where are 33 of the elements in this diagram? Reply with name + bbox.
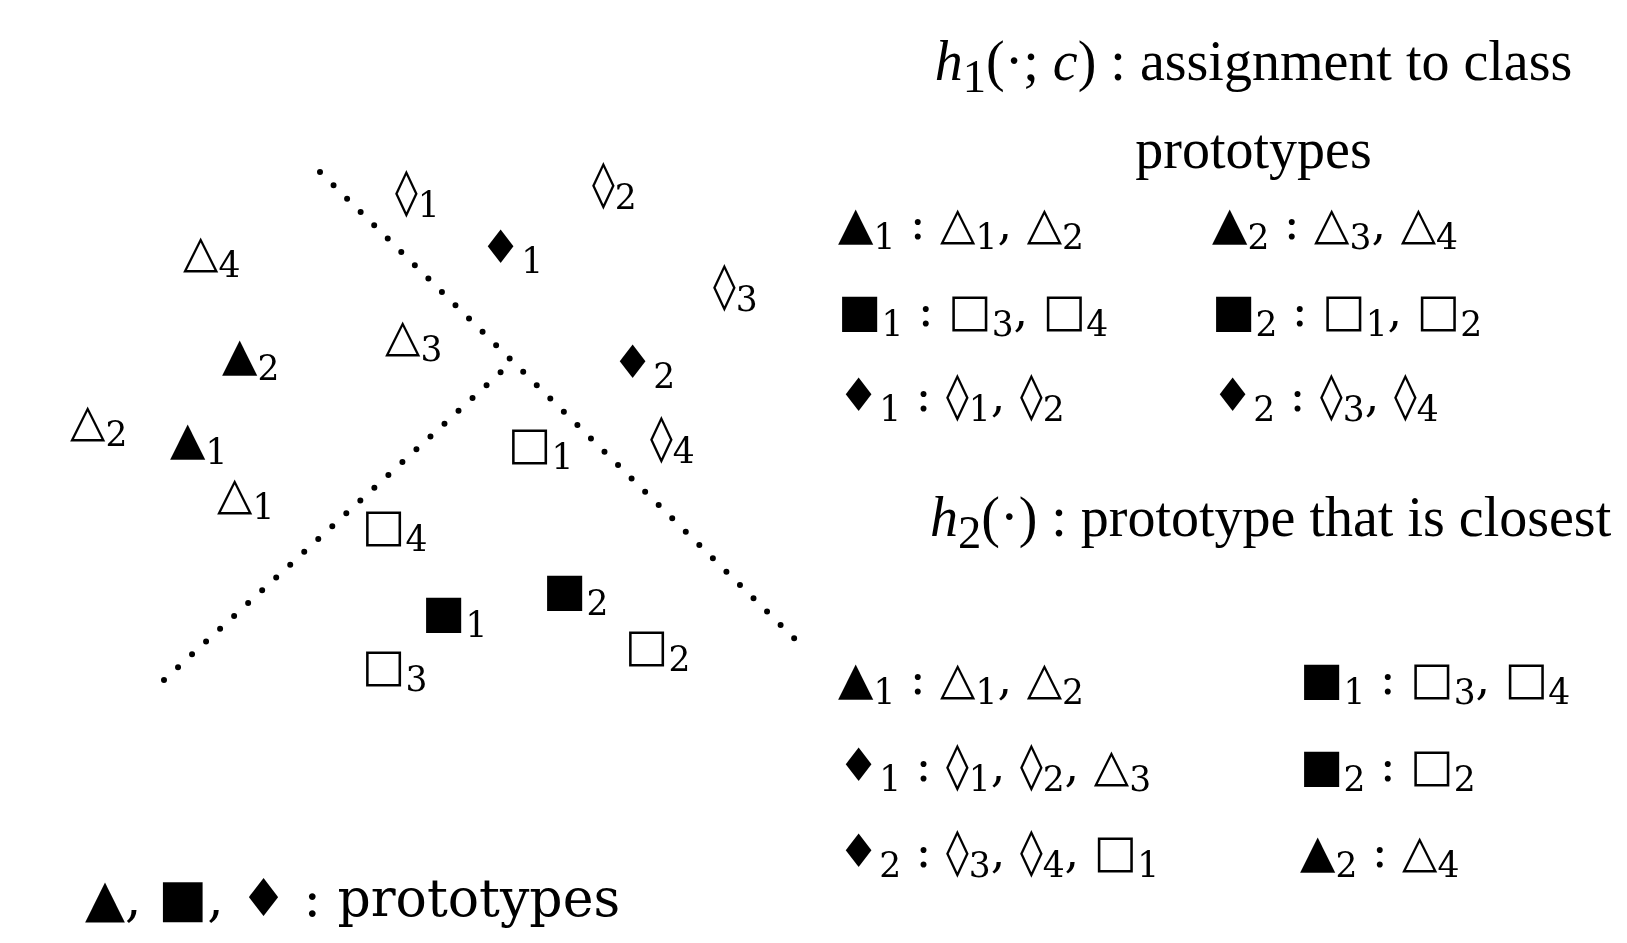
assignment-entry: ■$_{2}$ : □$_{1}$, □$_{2}$ [1212, 287, 1483, 342]
data-point-label: ■$_{1}$ [422, 588, 488, 643]
data-point-label: ▲$_{2}$ [222, 331, 280, 386]
assignment-entry: ▲$_{1}$ : △$_{1}$, △$_{2}$ [838, 200, 1084, 255]
data-point-label: ◊$_{3}$ [713, 262, 758, 317]
data-point-label: ■$_{2}$ [543, 566, 609, 621]
data-point-label: △$_{3}$ [385, 312, 443, 367]
data-point-label: □$_{2}$ [625, 622, 691, 677]
assignment-entry: ▲$_{1}$ : △$_{1}$, △$_{2}$ [838, 655, 1084, 710]
data-point-label: ◊$_{2}$ [592, 160, 637, 215]
heading-text: h$_{1}$(·; c) : assignment to class prototypes [933, 29, 1574, 182]
heading-text: h$_{2}$(·) : prototype that is closest [930, 485, 1612, 561]
assignment-entry: ♦$_{2}$ : ◊$_{3}$, ◊$_{4}$ [1212, 372, 1439, 427]
assignment-entry: ♦$_{2}$ : ◊$_{3}$, ◊$_{4}$, □$_{1}$ [838, 828, 1160, 883]
data-point-label: ♦$_{2}$ [612, 339, 676, 394]
data-point-label: □$_{3}$ [362, 642, 428, 697]
data-point-label: □$_{1}$ [508, 420, 574, 475]
data-point-label: △$_{4}$ [183, 228, 241, 283]
data-point-label: ◊$_{1}$ [395, 168, 440, 223]
assignment-entry: ■$_{2}$ : □$_{2}$ [1300, 742, 1476, 797]
assignment-entry: ♦$_{1}$ : ◊$_{1}$, ◊$_{2}$, △$_{3}$ [838, 742, 1152, 797]
assignment-entry: ■$_{1}$ : □$_{3}$, □$_{4}$ [1300, 655, 1571, 710]
data-point-label: △$_{2}$ [70, 397, 128, 452]
assignment-entry: ♦$_{1}$ : ◊$_{1}$, ◊$_{2}$ [838, 372, 1065, 427]
data-point-label: □$_{4}$ [362, 502, 428, 557]
assignment-entry: ■$_{1}$ : □$_{3}$, □$_{4}$ [838, 287, 1109, 342]
legend-note: ▲, ■, ♦ : prototypes [85, 867, 621, 930]
assignment-entry: ▲$_{2}$ : △$_{3}$, △$_{4}$ [1212, 200, 1458, 255]
assignment-entry: ▲$_{2}$ : △$_{4}$ [1300, 828, 1460, 883]
data-point-label: △$_{1}$ [217, 470, 275, 525]
data-point-label: ♦$_{1}$ [480, 224, 544, 279]
data-point-label: ◊$_{4}$ [650, 414, 695, 469]
data-point-label: ▲$_{1}$ [170, 415, 228, 470]
